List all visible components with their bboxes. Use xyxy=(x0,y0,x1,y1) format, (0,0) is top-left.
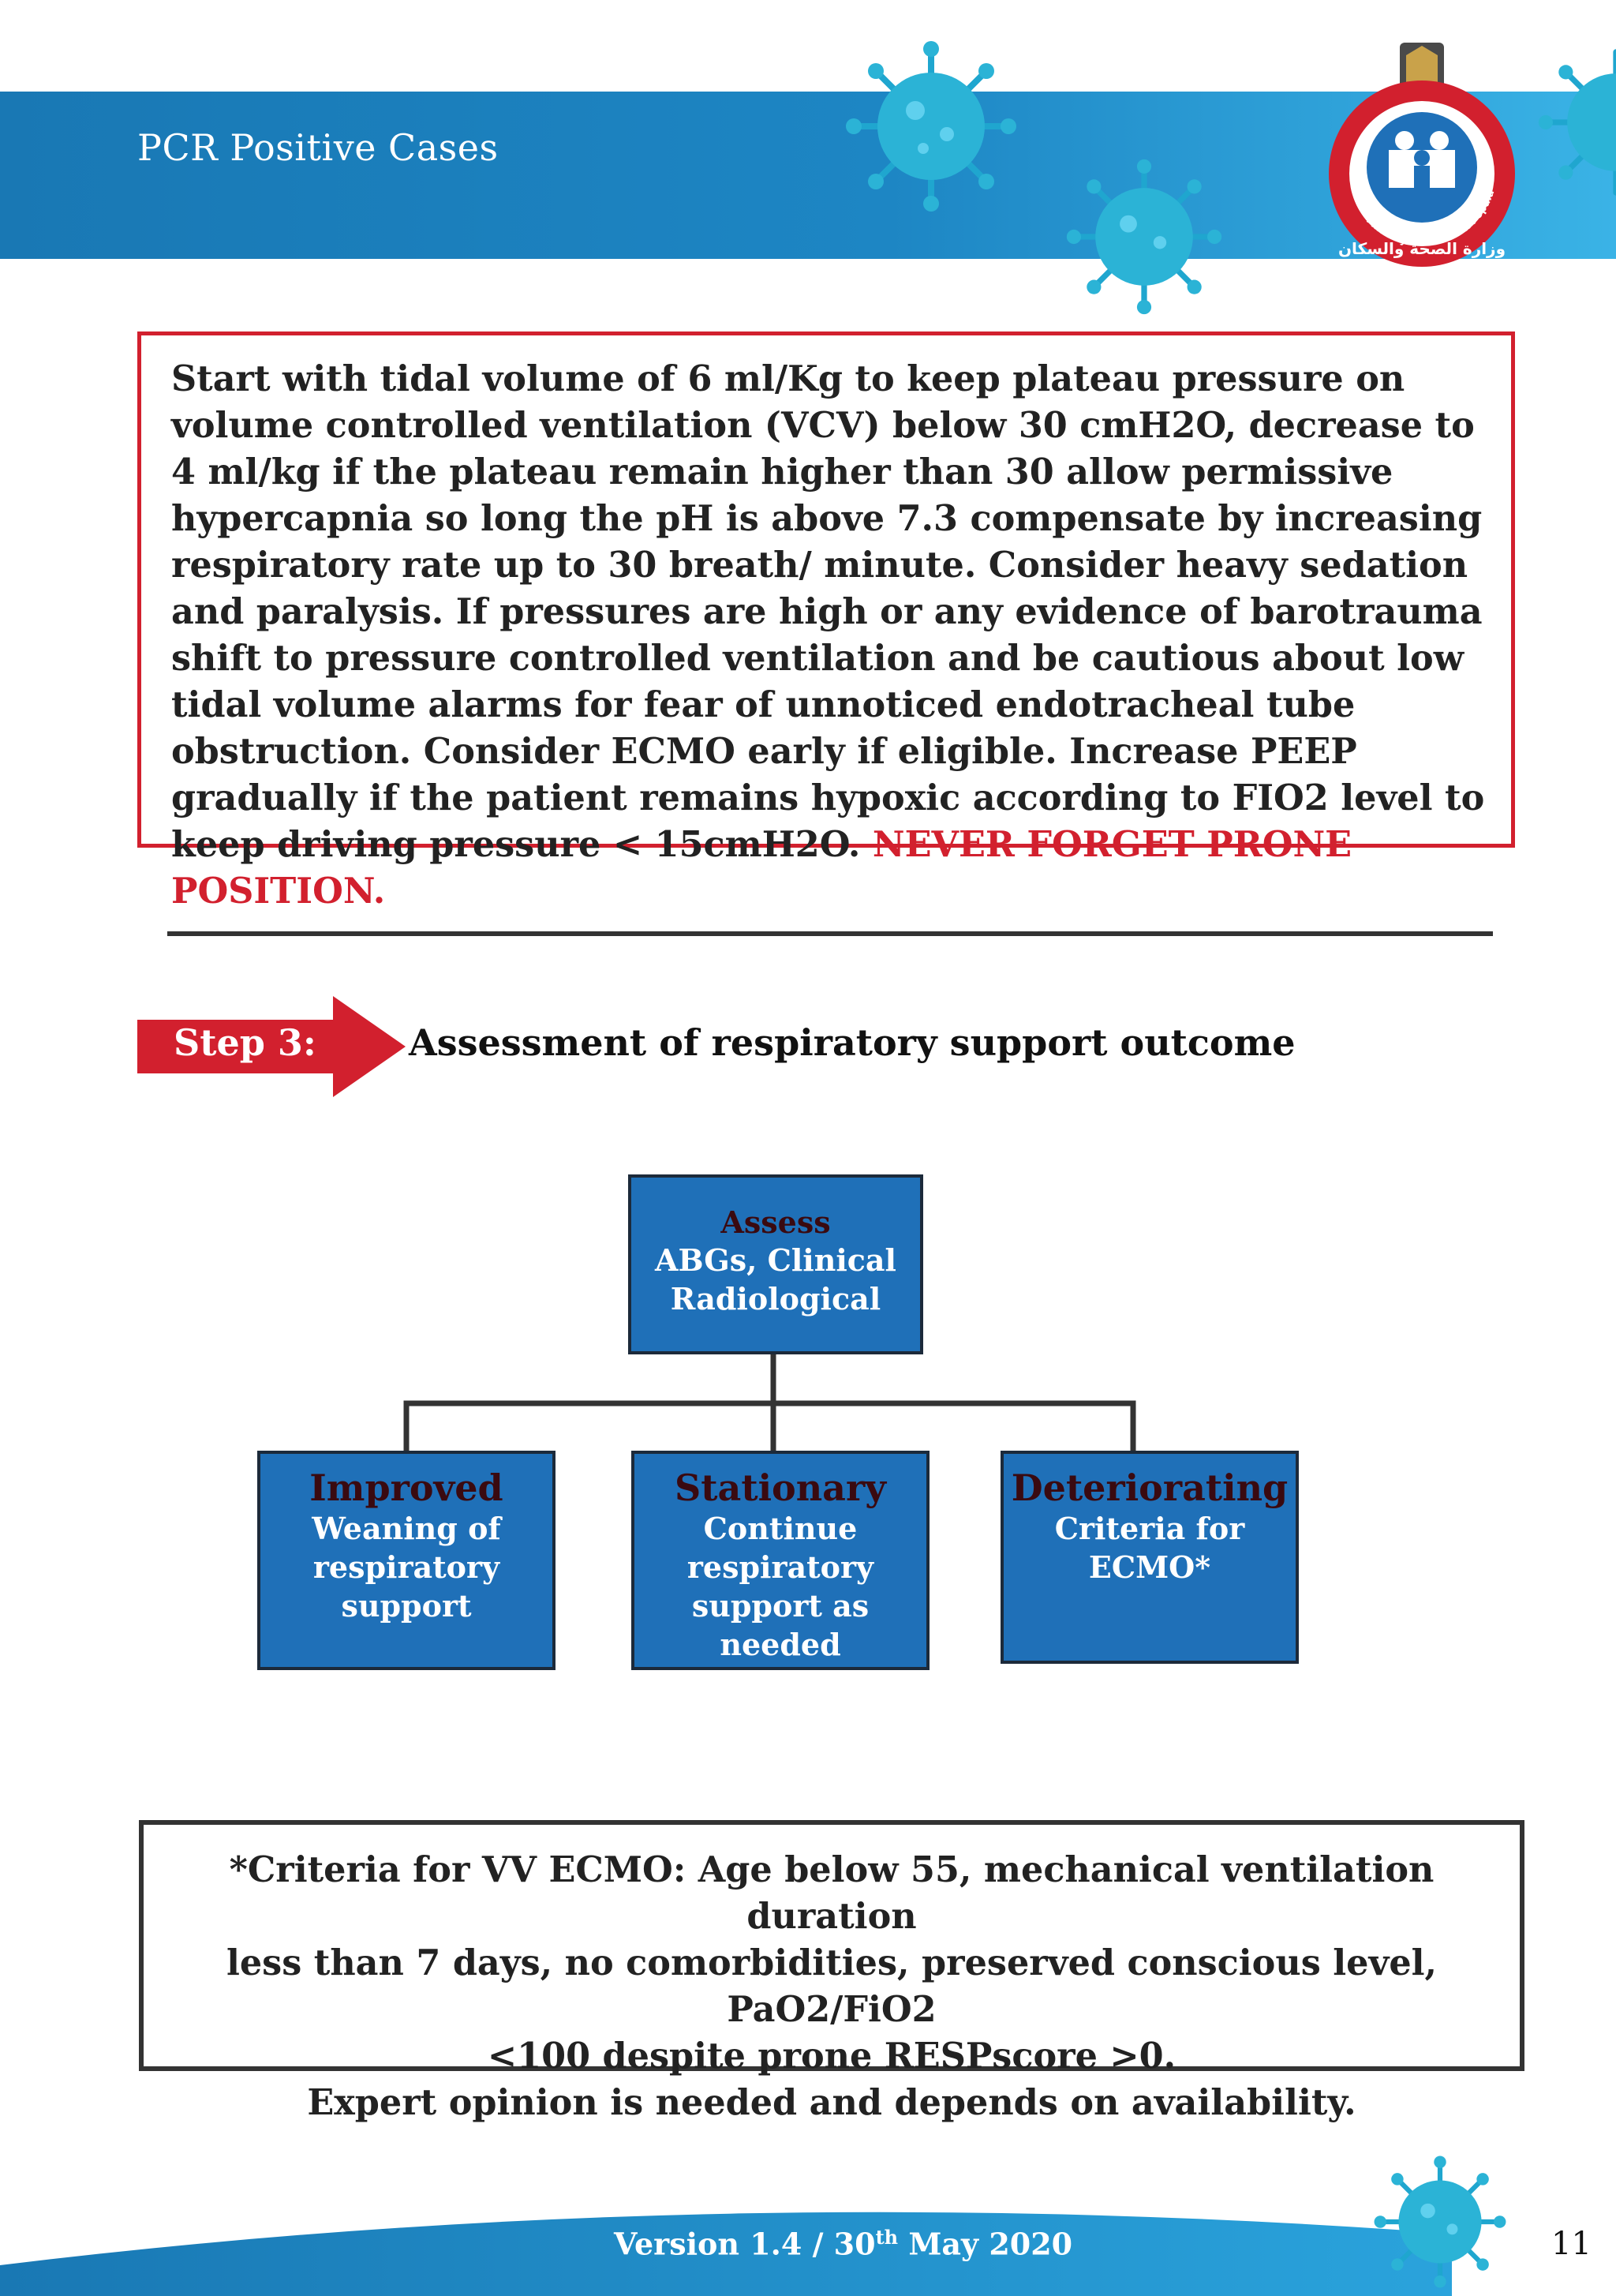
flow-box-title: Improved xyxy=(309,1466,503,1509)
version-sup: th xyxy=(875,2226,899,2249)
ecmo-criteria-line: *Criteria for VV ECMO: Age below 55, mec… xyxy=(229,1849,1435,1937)
ecmo-criteria-box: *Criteria for VV ECMO: Age below 55, mec… xyxy=(139,1820,1524,2123)
ventilation-guidance-text: Start with tidal volume of 6 ml/Kg to ke… xyxy=(171,356,1497,915)
ventilation-body: Start with tidal volume of 6 ml/Kg to ke… xyxy=(171,358,1485,865)
step-heading: Assessment of respiratory support outcom… xyxy=(409,1021,1296,1064)
flow-box-stationary: Stationary Continue respiratory support … xyxy=(631,1451,930,1670)
version-suffix: May 2020 xyxy=(898,2226,1073,2262)
ecmo-criteria-line: <100 despite prone RESPscore >0. xyxy=(487,2036,1176,2077)
step-arrow-icon xyxy=(137,996,406,1097)
virus-icon xyxy=(1066,159,1222,315)
virus-icon xyxy=(1374,2156,1506,2288)
ecmo-criteria-line: less than 7 days, no comorbidities, pres… xyxy=(226,1942,1438,2030)
page-number: 11 xyxy=(1551,2226,1592,2262)
ministry-logo: Ministry of Health & Population وزارة ال… xyxy=(1327,39,1515,267)
flow-box-line: support xyxy=(341,1588,472,1624)
flow-box-deteriorating: Deteriorating Criteria for ECMO* xyxy=(1001,1451,1299,1664)
flow-box-line: Continue xyxy=(703,1511,858,1546)
logo-text-ar: وزارة الصحة والسكان xyxy=(1338,239,1506,258)
section-divider xyxy=(167,931,1493,936)
flow-box-line: Weaning of xyxy=(312,1511,501,1546)
ecmo-criteria-line: Expert opinion is needed and depends on … xyxy=(307,2082,1356,2123)
flow-box-line: ECMO* xyxy=(1088,1549,1211,1585)
flow-box-improved: Improved Weaning of respiratory support xyxy=(257,1451,556,1670)
virus-icon xyxy=(846,41,1016,212)
footer-band xyxy=(0,2212,1452,2296)
ventilation-guidance-box: Start with tidal volume of 6 ml/Kg to ke… xyxy=(137,331,1515,912)
flow-box-line: ABGs, Clinical xyxy=(655,1242,896,1278)
flow-box-line: needed xyxy=(720,1627,841,1662)
flow-box-title: Deteriorating xyxy=(1011,1466,1289,1509)
flow-box-line: respiratory xyxy=(686,1549,874,1585)
virus-icon xyxy=(1538,49,1616,196)
step-label: Step 3: xyxy=(174,1021,316,1064)
page-header-title: PCR Positive Cases xyxy=(137,126,499,169)
flow-box-line: Radiological xyxy=(670,1281,881,1317)
version-label: Version 1.4 / 30th May 2020 xyxy=(614,2226,1072,2262)
prone-position-warning: NEVER FORGET PRONE POSITION. xyxy=(171,824,1352,912)
flow-box-line: respiratory xyxy=(312,1549,500,1585)
flow-box-title: Assess xyxy=(720,1204,831,1240)
flow-box-line: Criteria for xyxy=(1054,1511,1245,1546)
flow-box-assess: Assess ABGs, Clinical Radiological xyxy=(628,1174,923,1354)
flow-box-title: Stationary xyxy=(675,1466,886,1509)
ecmo-criteria-text: *Criteria for VV ECMO: Age below 55, mec… xyxy=(175,1847,1488,2126)
version-prefix: Version 1.4 / 30 xyxy=(614,2226,876,2262)
flow-box-line: support as xyxy=(691,1588,870,1624)
